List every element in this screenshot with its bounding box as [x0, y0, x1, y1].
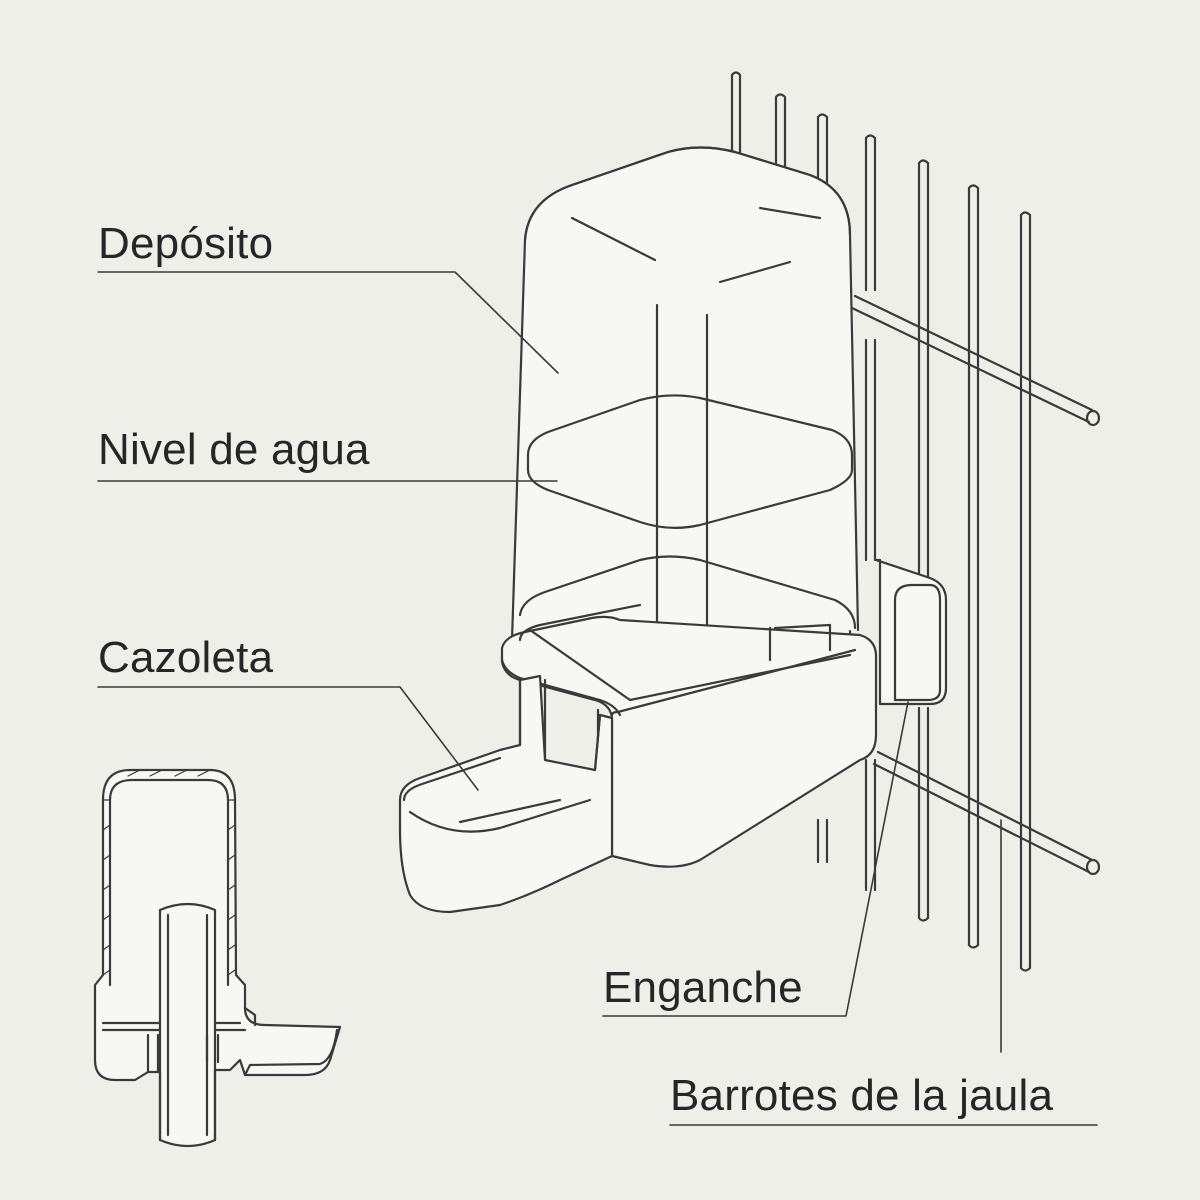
label-enganche: Enganche	[603, 963, 803, 1012]
reservoir	[510, 146, 860, 702]
drinking-cup	[398, 674, 614, 914]
label-nivel-agua: Nivel de agua	[98, 425, 370, 474]
label-cazoleta: Cazoleta	[98, 633, 274, 682]
base-tray	[500, 603, 878, 868]
cage-crossbars	[850, 294, 1101, 876]
cage-bars	[730, 71, 1032, 972]
cross-section-detail	[93, 768, 342, 1148]
label-deposito: Depósito	[98, 219, 274, 268]
label-barrotes: Barrotes de la jaula	[670, 1071, 1054, 1120]
leader-lines	[97, 271, 1098, 1126]
